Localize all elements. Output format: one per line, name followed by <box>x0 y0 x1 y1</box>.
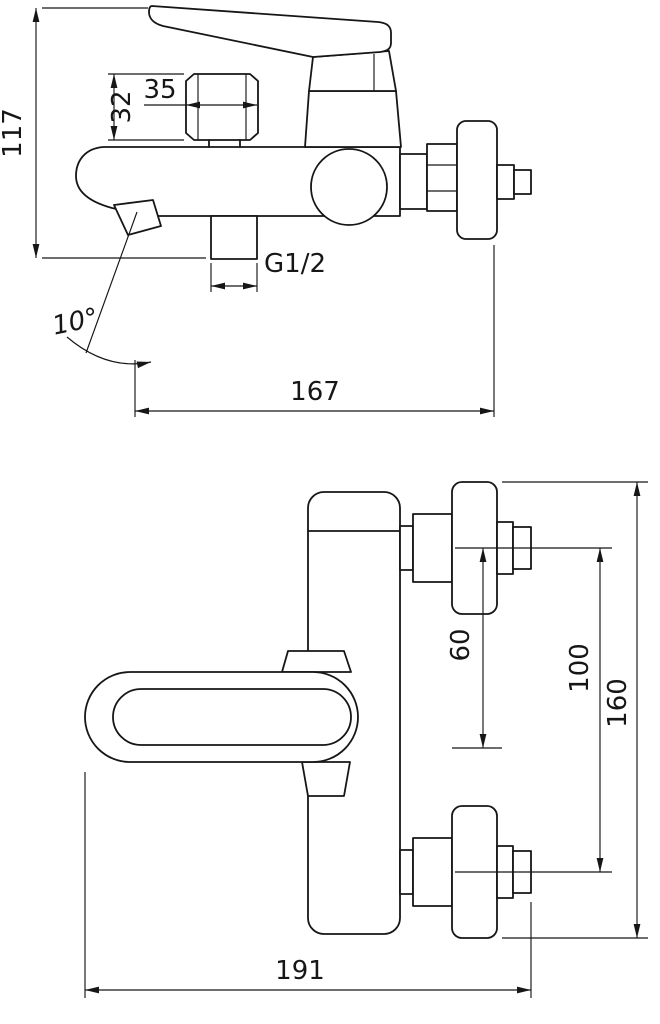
dim-label-32: 32 <box>107 90 137 123</box>
dim-label-35: 35 <box>143 75 176 105</box>
connection-nut <box>412 837 453 907</box>
fitting-body <box>185 73 259 141</box>
wall-mount-side <box>399 120 532 240</box>
side-view: 117 35 32 G1/2 10° <box>0 5 532 417</box>
dim-overall-height-160: 160 <box>502 481 648 939</box>
connection-stub <box>399 525 414 571</box>
dim-overall-width-191: 191 <box>84 772 532 998</box>
dim-connection-spacing-100: 100 <box>455 548 612 873</box>
handle-bottom-tab <box>301 761 351 797</box>
dim-depth-167: 167 <box>134 245 495 417</box>
hose-outlet <box>210 215 258 260</box>
angle-ray <box>85 211 138 354</box>
front-view: 60 100 160 191 <box>84 481 648 998</box>
wall-spacer <box>399 153 428 210</box>
dim-label-angle: 10° <box>50 303 101 342</box>
dim-label-100: 100 <box>565 643 595 693</box>
dim-spout-angle: 10° <box>50 211 152 369</box>
dim-label-160: 160 <box>603 678 633 728</box>
dim-outlet-thread: G1/2 <box>210 249 326 292</box>
handle-lever <box>148 5 392 58</box>
dim-center-60: 60 <box>446 547 612 749</box>
angle-arc <box>66 336 152 369</box>
dim-label-167: 167 <box>290 377 340 407</box>
spout-tip <box>113 199 162 236</box>
handle-lever-front <box>84 671 359 763</box>
handle-top-tab <box>281 650 352 673</box>
cartridge-cap-circle <box>310 148 388 226</box>
dim-label-191: 191 <box>275 956 325 986</box>
shower-outlet-fitting <box>185 73 259 148</box>
handle-inner-contour <box>112 688 352 746</box>
dim-width-35: 35 <box>143 75 257 109</box>
wall-nut <box>426 143 458 212</box>
dim-height-32: 32 <box>107 73 184 141</box>
dim-label-117: 117 <box>0 108 28 158</box>
connection-nut <box>412 513 453 583</box>
dim-label-g12: G1/2 <box>264 249 326 279</box>
nipple-inner-side <box>496 164 515 200</box>
handle-front <box>84 650 359 797</box>
dim-label-60: 60 <box>446 628 476 661</box>
escutcheon-side <box>456 120 498 240</box>
nipple-outer-side <box>513 169 532 195</box>
connection-stub <box>399 849 414 895</box>
cartridge-housing <box>304 90 402 148</box>
dim-height-117: 117 <box>0 7 206 259</box>
